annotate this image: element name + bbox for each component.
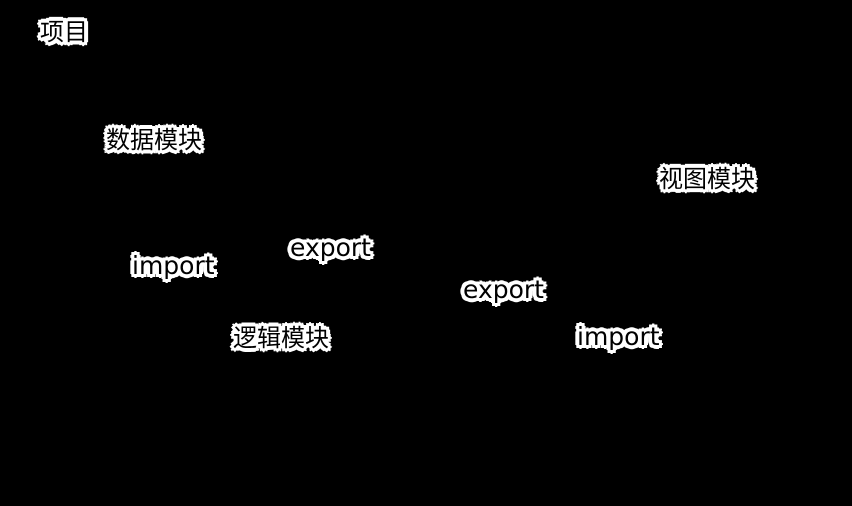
edge-label-import-view: import xyxy=(577,322,660,351)
node-logic-module: 逻辑模块 xyxy=(233,324,329,352)
node-data-module: 数据模块 xyxy=(106,126,202,154)
edge-label-import-data: import xyxy=(132,251,215,280)
node-view-module: 视图模块 xyxy=(659,165,755,193)
edge-label-export-view: export xyxy=(463,275,544,304)
node-project: 项目 xyxy=(40,18,88,46)
edge-label-export-data: export xyxy=(290,233,371,262)
